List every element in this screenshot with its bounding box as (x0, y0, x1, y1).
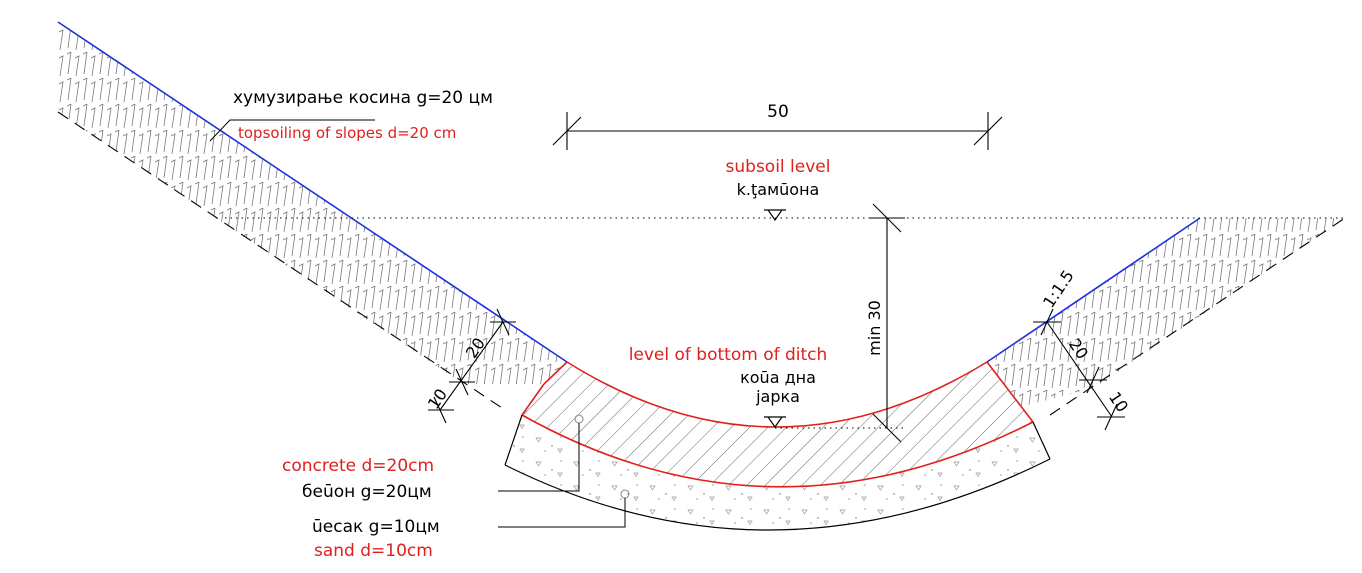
right-topsoil-band (987, 218, 1345, 407)
dim-right-sand-value: 10 (1105, 388, 1132, 416)
dim-left-sand-value: 10 (424, 385, 451, 413)
sand-right-edge (1032, 421, 1051, 460)
sand-label-sr: ūесак g=10цм (312, 517, 440, 537)
bottom-label-sr-2: јарка (755, 387, 800, 406)
concrete-left-edge-2 (521, 383, 545, 416)
topsoil-label-en: topsoiling of slopes d=20 cm (238, 124, 456, 142)
left-topsoil-band (58, 22, 567, 384)
topsoil-leader (209, 119, 375, 142)
subsoil-label-sr: k.ţамūона (737, 180, 820, 199)
dim-depth-value: min 30 (865, 300, 884, 356)
topsoil-label-sr: хумузирање косина g=20 цм (233, 88, 493, 108)
sand-label-en: sand d=10cm (314, 541, 433, 561)
dim-width-tick-left (552, 116, 582, 146)
dim-right-tick-1b (1040, 308, 1054, 336)
dim-left-tick-1b (496, 308, 510, 336)
concrete-label-en: concrete d=20cm (282, 456, 434, 476)
left-subsoil-line (57, 111, 506, 411)
bottom-label-sr-1: коūа дна (740, 368, 816, 387)
dim-right-tick-2b (1086, 366, 1100, 394)
concrete-left-edge (543, 361, 568, 385)
dim-depth-tick-bottom (872, 413, 902, 443)
subsoil-label-en: subsoil level (726, 157, 831, 177)
concrete-inner-curve (521, 414, 1034, 488)
dim-width-value: 50 (767, 102, 789, 122)
dim-left-thickness-line (439, 321, 504, 411)
dim-depth-tick-top (872, 203, 902, 233)
concrete-leader (498, 423, 580, 492)
subsoil-level-marker (764, 209, 786, 222)
left-slope-surface (57, 21, 568, 363)
dim-width-tick-right (973, 116, 1003, 146)
concrete-layer (522, 362, 1033, 487)
sand-left-edge (504, 414, 523, 466)
ditch-bottom-curve (566, 361, 988, 428)
sand-layer (505, 415, 1050, 531)
concrete-right-edge (986, 361, 1034, 423)
right-slope-surface (986, 217, 1201, 363)
sand-leader (498, 498, 626, 528)
dim-right-tick-3b (1104, 403, 1118, 431)
concrete-label-sr: беūон g=20цм (302, 482, 432, 502)
dim-right-thickness-line (1046, 321, 1113, 418)
dim-left-tick-2b (455, 368, 469, 396)
sand-outer-curve (504, 458, 1051, 531)
dim-left-tick-3b (433, 396, 447, 424)
bottom-level-marker (764, 416, 786, 429)
bottom-label-en: level of bottom of ditch (629, 345, 828, 365)
